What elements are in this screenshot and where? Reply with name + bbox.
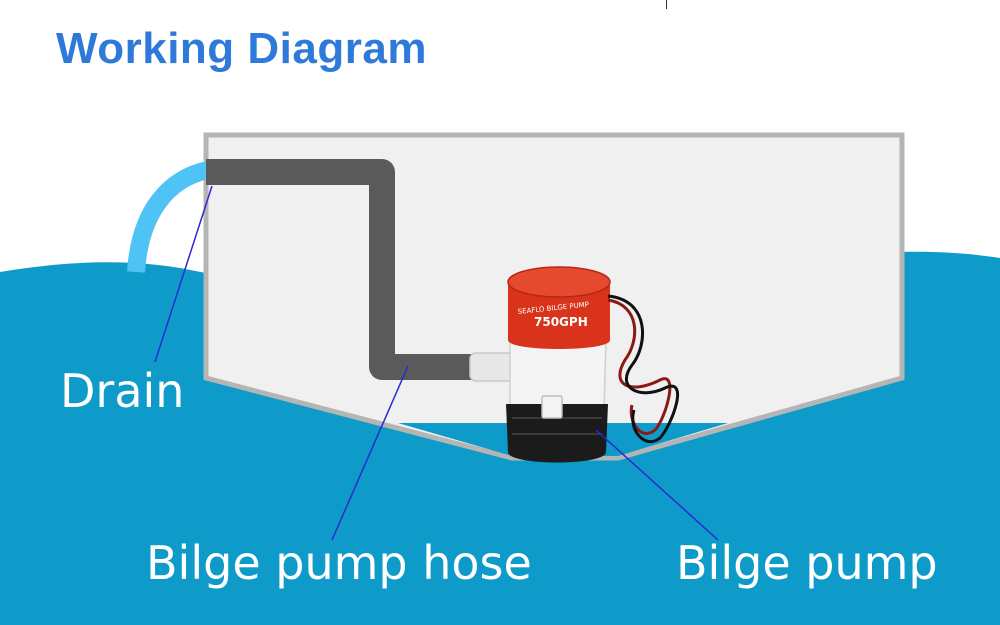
pump-clip	[541, 395, 563, 419]
pump-label: Bilge pump	[676, 536, 938, 590]
pump-wire-red	[607, 298, 672, 435]
drain-label: Drain	[60, 364, 185, 418]
pump-outlet	[469, 352, 515, 382]
drain-spout	[127, 161, 211, 273]
hose-leader-line	[331, 365, 409, 541]
top-tick-mark	[666, 0, 667, 9]
hose-label: Bilge pump hose	[146, 536, 532, 590]
pump-model-text: 750GPH	[534, 315, 588, 329]
bilge-pump: SEAFLO BILGE PUMP 750GPH	[469, 266, 679, 463]
pump-wire-black	[607, 294, 679, 444]
bilge-pump-hose	[206, 159, 472, 380]
drain-leader-line	[154, 185, 213, 363]
pump-cap-top	[507, 266, 611, 298]
diagram-title: Working Diagram	[56, 24, 427, 73]
pump-leader-line	[595, 429, 719, 541]
